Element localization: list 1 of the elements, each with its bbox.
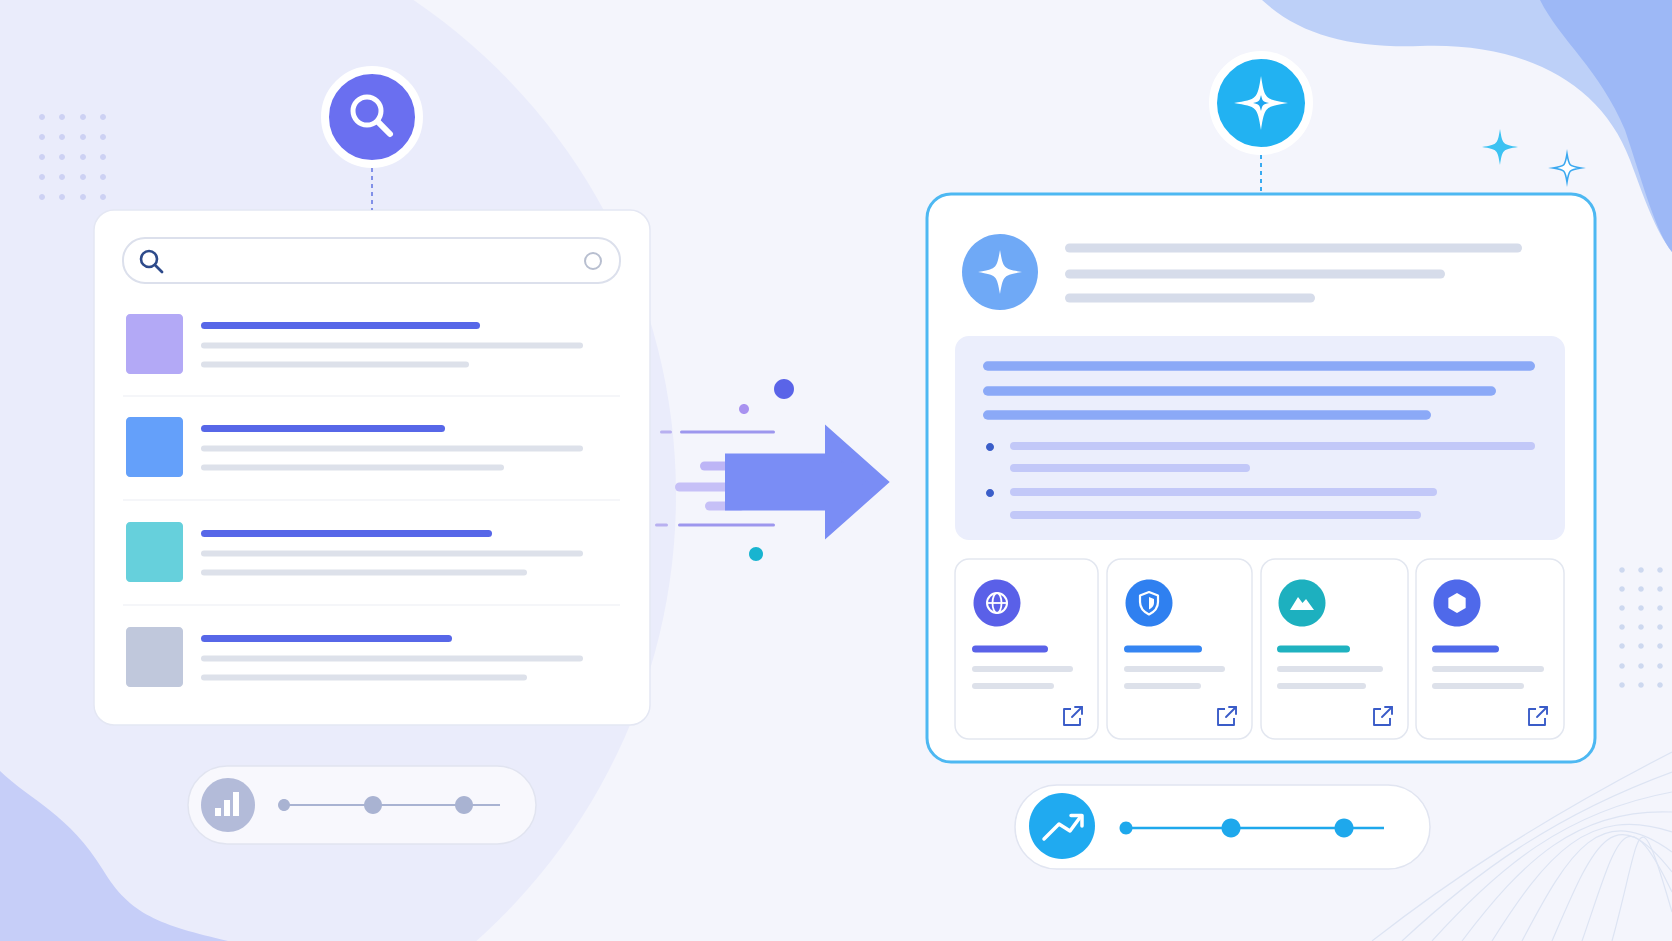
connector-line [371, 167, 373, 211]
